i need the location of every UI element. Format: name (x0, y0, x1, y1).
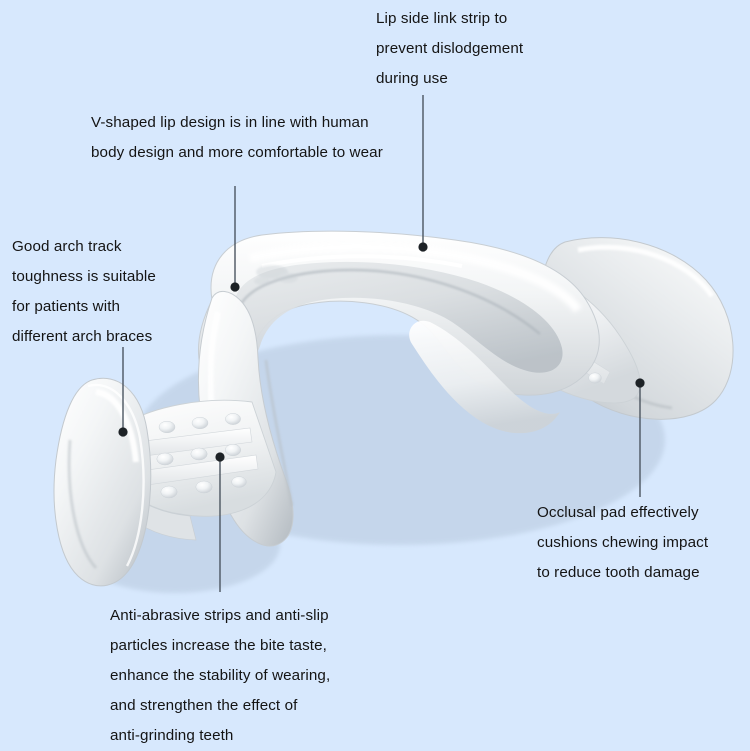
left-anti-slip-particles (123, 413, 247, 503)
callout-lip-side-link-strip: Lip side link strip to prevent dislodgem… (376, 10, 524, 87)
callout-anti-abrasive-strips: Anti-abrasive strips and anti-slip parti… (110, 607, 331, 744)
callout-occlusal-pad: Occlusal pad effectively cushions chewin… (537, 504, 709, 581)
arch-occlusal-channel (409, 320, 560, 434)
callout-v-shaped-lip-design: V-shaped lip design is in line with huma… (91, 114, 383, 161)
callout-good-arch-track: Good arch track toughness is suitable fo… (12, 238, 156, 345)
arch-inner-trough (230, 261, 563, 373)
embossed-logo-texture (254, 265, 298, 285)
